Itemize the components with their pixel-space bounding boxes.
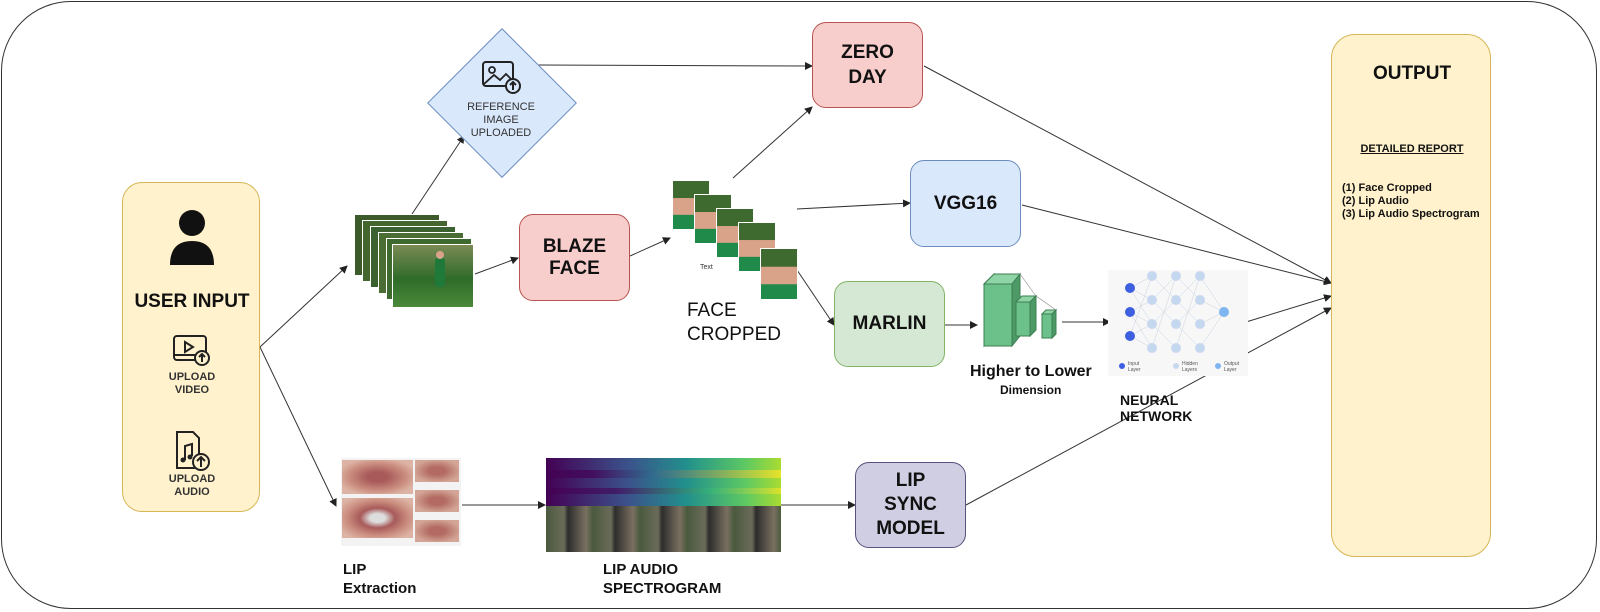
lip-audio-spectrogram-image <box>546 458 781 552</box>
user-input-title: USER INPUT <box>134 291 250 312</box>
edge-zeroday-output <box>923 65 1332 284</box>
face-crops-stack: Text <box>672 180 800 300</box>
edge-input-lip <box>259 346 337 507</box>
edge-neural-output <box>1245 294 1332 323</box>
edge-input-frames <box>259 265 348 348</box>
upload-video-icon[interactable] <box>173 334 211 366</box>
dimension-reduction-icon <box>982 272 1058 348</box>
edge-vgg16-output <box>1021 204 1332 286</box>
dimension-label: Dimension <box>1000 383 1062 397</box>
neural-network-diagram: Input Layer Hidden Layers Output Layer <box>1108 270 1248 376</box>
detailed-report-heading: DETAILED REPORT <box>1360 143 1464 155</box>
nn-legend-input: Input Layer <box>1128 361 1141 373</box>
output-item: (3) Lip Audio Spectrogram <box>1342 208 1480 220</box>
nn-legend-hidden: Hidden Layers <box>1182 361 1198 373</box>
edge-lipsync-output <box>965 307 1332 506</box>
output-title: OUTPUT <box>1372 63 1452 84</box>
edge-faces-vgg16 <box>796 199 911 210</box>
vgg16-box: VGG16 <box>910 160 1021 247</box>
face-crops-caption: Text <box>700 264 713 271</box>
lip-extraction-image <box>341 458 461 546</box>
edge-frames-blazeface <box>474 256 519 275</box>
video-frames-stack <box>354 214 474 314</box>
nn-legend-output: Output Layer <box>1224 361 1240 373</box>
edge-faces-marlin <box>796 269 835 326</box>
output-box: OUTPUT DETAILED REPORT (1) Face Cropped … <box>1331 34 1491 557</box>
marlin-box: MARLIN <box>834 281 945 367</box>
edge-frames-reference <box>411 135 465 215</box>
higher-to-lower-label: Higher to Lower <box>970 363 1092 380</box>
edge-reference-zeroday <box>537 61 813 70</box>
image-upload-icon <box>482 61 521 94</box>
edge-blazeface-faces <box>629 237 671 257</box>
user-icon <box>170 210 214 265</box>
output-item: (1) Face Cropped <box>1342 182 1432 194</box>
edge-faces-zeroday <box>732 106 813 179</box>
output-items: (1) Face Cropped (2) Lip Audio (3) Lip A… <box>1342 182 1480 221</box>
upload-audio-icon[interactable] <box>175 430 211 472</box>
output-item: (2) Lip Audio <box>1342 195 1409 207</box>
